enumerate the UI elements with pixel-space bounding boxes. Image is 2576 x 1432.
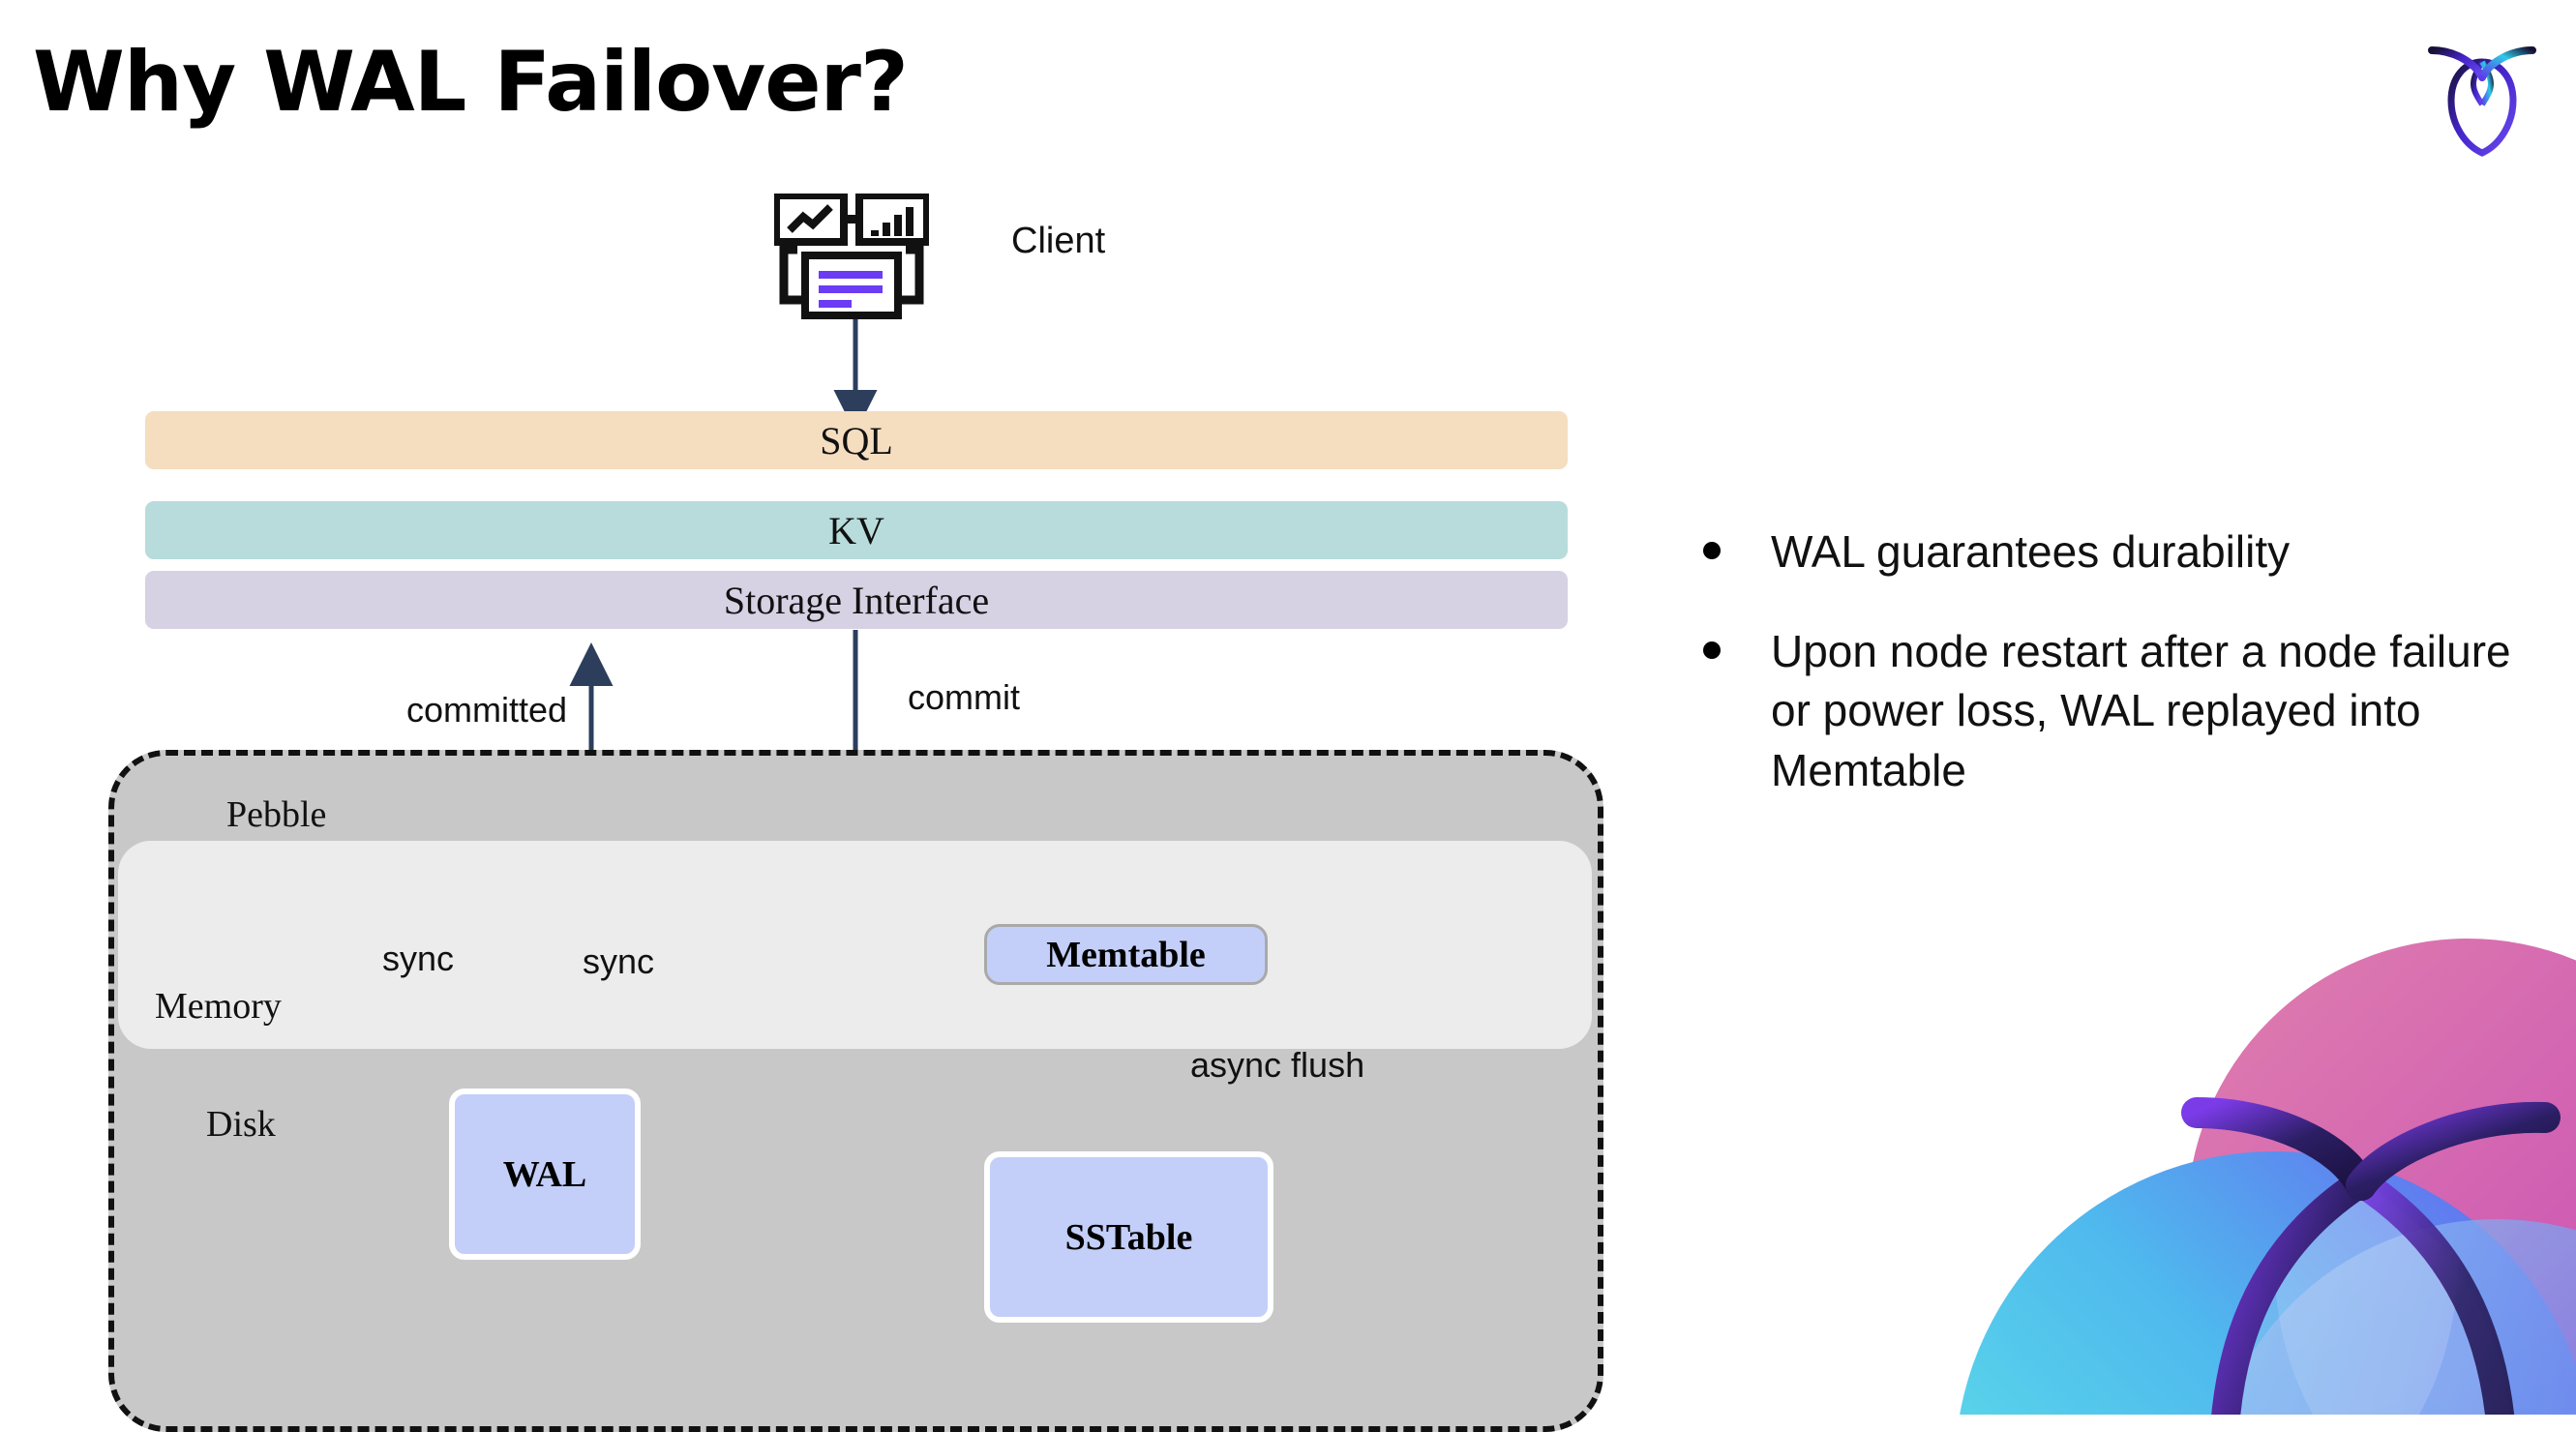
node-wal[interactable]: WAL: [449, 1089, 641, 1260]
architecture-diagram: Client SQL KV Storage Interface Pebble M…: [108, 192, 1603, 1432]
edge-label-async-flush: async flush: [1190, 1045, 1365, 1085]
cockroachdb-logo: [2414, 27, 2550, 163]
memory-region: [118, 841, 1592, 1049]
edge-label-commit: commit: [908, 677, 1020, 717]
edge-label-committed: committed: [406, 690, 568, 730]
node-sstable[interactable]: SSTable: [984, 1151, 1273, 1323]
edge-label-sync-right: sync: [583, 941, 655, 981]
list-item: Upon node restart after a node failure o…: [1703, 622, 2516, 800]
bullet-text: WAL guarantees durability: [1771, 526, 2291, 577]
page-title: Why WAL Failover?: [33, 34, 909, 131]
client-dashboard-icon: [772, 192, 931, 319]
bullet-dot-icon: [1703, 542, 1721, 559]
client-label: Client: [1011, 221, 1106, 261]
bullet-list: WAL guarantees durability Upon node rest…: [1703, 522, 2516, 841]
pebble-label: Pebble: [226, 794, 327, 835]
bullet-dot-icon: [1703, 641, 1721, 660]
layer-sql[interactable]: SQL: [145, 411, 1568, 469]
list-item: WAL guarantees durability: [1703, 522, 2516, 582]
layer-storage-interface[interactable]: Storage Interface: [145, 571, 1568, 629]
node-memtable[interactable]: Memtable: [984, 924, 1268, 985]
edge-label-sync-left: sync: [382, 939, 455, 978]
memory-label: Memory: [155, 986, 282, 1027]
bullet-text: Upon node restart after a node failure o…: [1771, 626, 2511, 795]
layer-kv[interactable]: KV: [145, 501, 1568, 559]
decorative-logo-watermark: [1955, 929, 2576, 1415]
disk-label: Disk: [206, 1104, 276, 1145]
